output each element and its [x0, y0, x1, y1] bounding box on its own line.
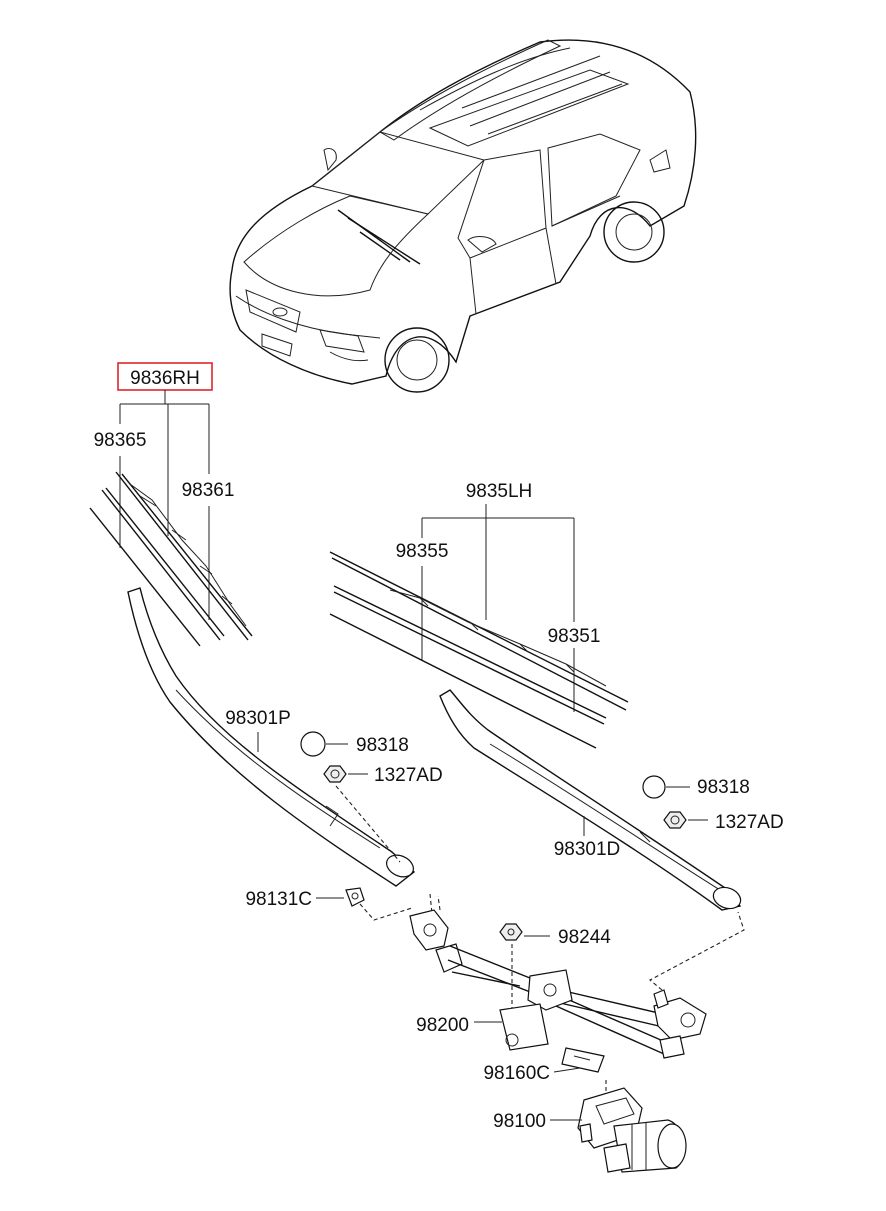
pivot-cap: 98131C [245, 887, 413, 921]
label-cap-1[interactable]: 98318 [356, 735, 409, 756]
label-rh-assembly[interactable]: 9836RH [130, 368, 200, 389]
label-nut-1[interactable]: 1327AD [374, 765, 443, 786]
driver-wiper-arm: 98301D [439, 689, 742, 911]
label-nut-2[interactable]: 1327AD [715, 812, 784, 833]
lh-refill-strip [329, 585, 607, 749]
label-linkage-nut[interactable]: 98244 [558, 927, 611, 948]
cap-right: 98318 [642, 775, 750, 799]
label-lh-refill[interactable]: 98355 [396, 541, 449, 562]
cap-left: 98318 [300, 731, 409, 757]
passenger-wiper-arm: 98301P [127, 587, 416, 887]
vehicle-illustration [229, 39, 697, 393]
rh-assembly-group: 9836RH 98365 98361 [94, 362, 235, 620]
rh-refill-strip [89, 487, 225, 647]
lh-assembly-group: 9835LH 98355 98351 [396, 481, 601, 712]
label-cap-2[interactable]: 98318 [697, 777, 750, 798]
bracket-cover: 98160C [483, 1047, 605, 1084]
nut-left: 1327AD [323, 765, 443, 863]
nut-right: 1327AD [663, 811, 784, 833]
wiper-motor: 98100 [493, 1080, 687, 1173]
label-arm-passenger[interactable]: 98301P [225, 708, 291, 729]
label-motor[interactable]: 98100 [493, 1111, 546, 1132]
linkage-nut: 98244 [499, 923, 611, 1010]
label-rh-refill[interactable]: 98365 [94, 430, 147, 451]
label-lh-blade[interactable]: 98351 [548, 626, 601, 647]
label-lh-assembly[interactable]: 9835LH [466, 481, 533, 502]
label-bracket-cover[interactable]: 98160C [483, 1063, 550, 1084]
rh-wiper-blade [115, 471, 253, 641]
label-linkage[interactable]: 98200 [416, 1015, 469, 1036]
label-arm-driver[interactable]: 98301D [554, 839, 621, 860]
lh-wiper-blade [329, 551, 629, 711]
label-pivot-cap[interactable]: 98131C [245, 889, 312, 910]
rh-assembly-highlight-box[interactable] [117, 362, 213, 391]
wiper-linkage: 98200 [409, 893, 745, 1059]
label-rh-blade[interactable]: 98361 [182, 480, 235, 501]
